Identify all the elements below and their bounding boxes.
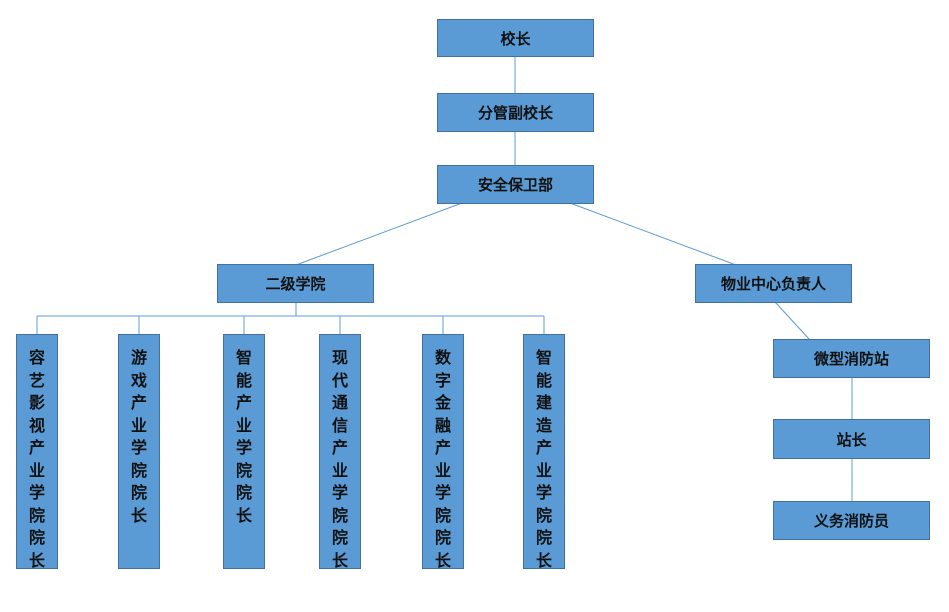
security-dept-label: 安全保卫部 [477, 176, 553, 194]
vice-principal-box: 分管副校长 [437, 93, 594, 132]
connector-security-property [569, 202, 737, 266]
micro-fire-station-box: 微型消防站 [773, 339, 930, 378]
station-chief-label: 站长 [836, 430, 867, 449]
principal-label: 校长 [500, 29, 531, 48]
property-center-head-box: 物业中心负责人 [695, 264, 852, 303]
station-chief-box: 站长 [773, 419, 930, 459]
college-label-4: 现代通信产业学院院长 [331, 348, 348, 570]
college-box-6: 智能建造产业学院院长 [523, 334, 565, 570]
college-label-1: 容艺影视产业学院院长 [28, 348, 45, 570]
micro-fire-station-label: 微型消防站 [813, 350, 889, 368]
college-label-5: 数字金融产业学院院长 [434, 348, 451, 570]
property-center-head-label: 物业中心负责人 [720, 275, 826, 293]
college-box-1: 容艺影视产业学院院长 [16, 334, 58, 570]
college-box-2: 游戏产业学院院长 [118, 334, 160, 569]
volunteer-firefighter-label: 义务消防员 [813, 512, 889, 530]
secondary-colleges-label: 二级学院 [265, 275, 326, 293]
connector-security-colleges [295, 202, 463, 266]
college-box-5: 数字金融产业学院院长 [422, 334, 464, 570]
secondary-colleges-box: 二级学院 [217, 264, 374, 303]
security-dept-box: 安全保卫部 [437, 165, 594, 204]
college-label-6: 智能建造产业学院院长 [535, 348, 552, 570]
vice-principal-label: 分管副校长 [477, 104, 553, 122]
college-box-4: 现代通信产业学院院长 [319, 334, 361, 570]
connector-property-station [774, 301, 811, 341]
college-label-3: 智能产业学院院长 [235, 348, 252, 525]
principal-box: 校长 [437, 19, 594, 57]
college-box-3: 智能产业学院院长 [223, 334, 265, 569]
college-label-2: 游戏产业学院院长 [130, 348, 147, 525]
volunteer-firefighter-box: 义务消防员 [773, 501, 930, 540]
